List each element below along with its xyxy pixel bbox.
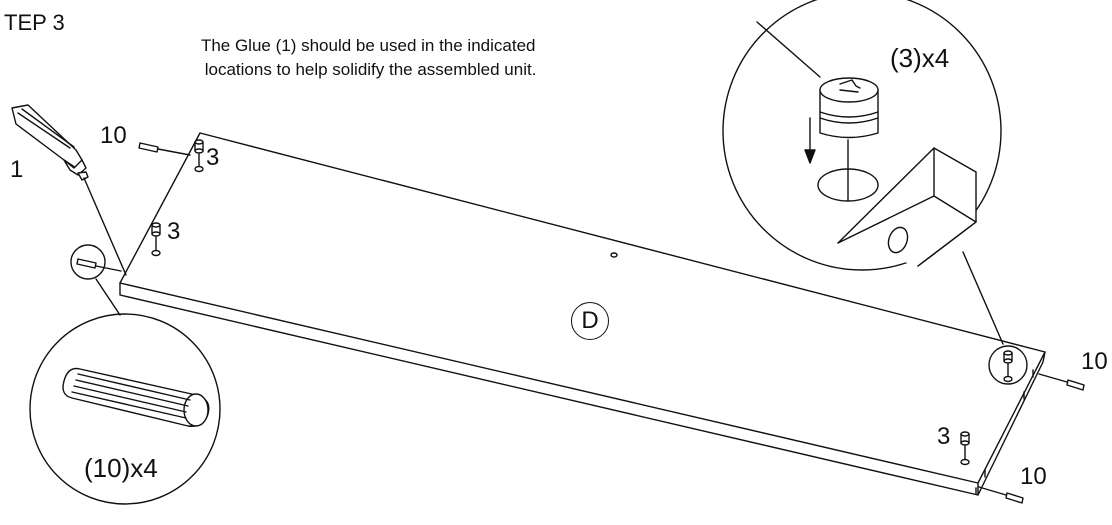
dowel-circled [70,244,122,280]
edge-holes [975,369,1034,495]
cam-b-label: 3 [167,218,181,245]
cam-a-label: 3 [206,144,220,171]
cam-lock-3-top [194,139,204,173]
dowel-right-lower [978,486,1024,504]
step-title: TEP 3 [4,10,65,35]
dowel-right-2-label: 10 [1020,463,1047,490]
cam-lock-3-mid [151,222,161,257]
cam-detail-callout [722,0,1004,345]
cam-lock-3-bottom [960,431,970,466]
dowel-top-left [138,142,191,156]
panel-d-label: D [571,302,609,340]
dowel-right-upper [1038,373,1085,391]
glue-label: 1 [10,156,24,183]
cam-lock-circled [988,345,1028,385]
glue-bottle [11,104,127,276]
dowel-quantity: (10)x4 [84,453,158,483]
cam-quantity: (3)x4 [890,43,950,73]
dowel-detail-callout [29,278,221,505]
cam-c-label: 3 [937,423,951,450]
dowel-right-1-label: 10 [1081,348,1108,375]
instruction-text: The Glue (1) should be used in the indic… [200,36,537,79]
dowel-top-label: 10 [100,122,127,149]
